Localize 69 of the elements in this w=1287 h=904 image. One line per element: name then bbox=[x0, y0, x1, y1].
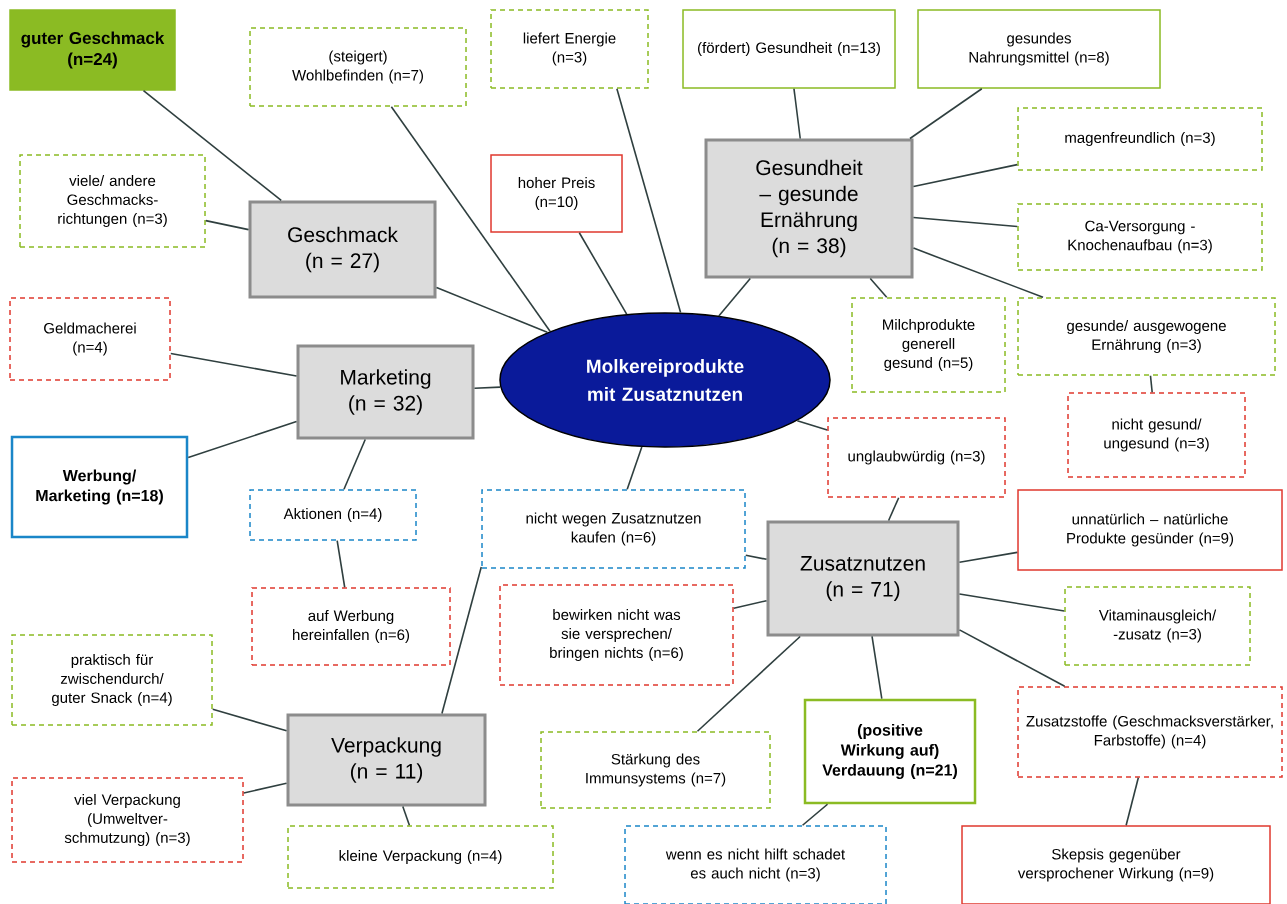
connector-line bbox=[616, 87, 682, 314]
label-box: nicht wegen Zusatznutzen kaufen (n=6) bbox=[481, 489, 746, 569]
label-box: Aktionen (n=4) bbox=[249, 489, 417, 541]
label-box: (positive Wirkung auf) Verdauung (n=21) bbox=[803, 698, 977, 805]
label-box: Ca-Versorgung - Knochenaufbau (n=3) bbox=[1017, 203, 1263, 271]
connector-line bbox=[912, 163, 1019, 188]
label-box: (fördert) Gesundheit (n=13) bbox=[682, 9, 896, 89]
connector-line bbox=[211, 708, 288, 732]
category-box: Gesundheit – gesunde Ernährung (n = 38) bbox=[704, 138, 914, 279]
label-box: (steigert) Wohlbefinden (n=7) bbox=[249, 27, 467, 107]
connector-line bbox=[887, 496, 900, 522]
label-box: praktisch für zwischendurch/ guter Snack (n=4) bbox=[11, 634, 213, 726]
label-box: auf Werbung hereinfallen (n=6) bbox=[251, 587, 451, 666]
connector-line bbox=[958, 629, 1066, 688]
connector-line bbox=[187, 420, 298, 459]
connector-line bbox=[441, 566, 483, 715]
connector-line bbox=[958, 593, 1066, 612]
label-box: hoher Preis (n=10) bbox=[490, 154, 623, 233]
connector-line bbox=[390, 105, 551, 332]
label-box: nicht gesund/ ungesund (n=3) bbox=[1067, 392, 1246, 478]
connector-line bbox=[796, 420, 829, 431]
category-box: Geschmack (n = 27) bbox=[248, 200, 437, 299]
connector-line bbox=[578, 231, 628, 315]
label-box: Stärkung des Immunsystems (n=7) bbox=[540, 731, 771, 809]
label-box: gesundes Nahrungsmittel (n=8) bbox=[917, 9, 1161, 89]
label-box: bewirken nicht was sie versprechen/ bringen nichts (n=6) bbox=[499, 584, 734, 686]
connector-line bbox=[1125, 776, 1140, 827]
connector-line bbox=[242, 782, 288, 794]
connector-line bbox=[402, 805, 411, 827]
category-box: Marketing (n = 32) bbox=[296, 344, 475, 440]
category-box: Zusatznutzen (n = 71) bbox=[766, 520, 960, 637]
label-box: Vitaminausgleich/ -zusatz (n=3) bbox=[1064, 586, 1251, 666]
connector-line bbox=[343, 438, 367, 491]
label-box: Milchprodukte generell gesund (n=5) bbox=[851, 297, 1006, 393]
connector-line bbox=[958, 551, 1019, 563]
label-box: guter Geschmack (n=24) bbox=[9, 9, 176, 91]
label-box: unglaubwürdig (n=3) bbox=[827, 417, 1006, 498]
connector-line bbox=[869, 277, 888, 299]
connector-line bbox=[696, 635, 801, 733]
connector-line bbox=[744, 554, 768, 561]
connector-line bbox=[336, 539, 346, 589]
connector-line bbox=[871, 635, 883, 700]
connector-line bbox=[169, 352, 298, 377]
label-box: Werbung/ Marketing (n=18) bbox=[10, 435, 189, 539]
connector-line bbox=[204, 219, 250, 231]
label-box: gesunde/ ausgewogene Ernährung (n=3) bbox=[1017, 297, 1276, 376]
label-box: wenn es nicht hilft schadet es auch nicht (n=3) bbox=[624, 825, 887, 904]
label-box: kleine Verpackung (n=4) bbox=[287, 825, 554, 889]
connector-line bbox=[718, 277, 752, 317]
label-box: Geldmacherei (n=4) bbox=[9, 297, 171, 381]
connector-line bbox=[1149, 374, 1153, 394]
connector-line bbox=[435, 286, 549, 334]
label-box: viele/ andere Geschmacks-richtungen (n=3) bbox=[19, 154, 206, 248]
connector-line bbox=[142, 89, 282, 202]
label-box: liefert Energie (n=3) bbox=[490, 9, 649, 89]
connector-line bbox=[912, 247, 1044, 299]
connector-line bbox=[793, 87, 802, 140]
label-box: magenfreundlich (n=3) bbox=[1017, 107, 1263, 171]
connector-line bbox=[909, 87, 983, 140]
connector-line bbox=[801, 803, 829, 827]
connector-line bbox=[912, 216, 1019, 228]
category-box: Verpackung (n = 11) bbox=[286, 713, 487, 807]
connector-line bbox=[626, 446, 643, 491]
label-box: unnatürlich – natürliche Produkte gesünder (n=9) bbox=[1017, 489, 1283, 571]
label-box: viel Verpackung (Umweltver-schmutzung) (n=3) bbox=[11, 777, 244, 863]
label-box: Zusatzstoffe (Geschmacksverstärker, Farbstoffe) (n=4) bbox=[1017, 686, 1283, 778]
connector-line bbox=[732, 599, 768, 609]
connector-line bbox=[473, 386, 501, 389]
label-box: Skepsis gegenüber versprochener Wirkung (n=9) bbox=[961, 825, 1271, 904]
